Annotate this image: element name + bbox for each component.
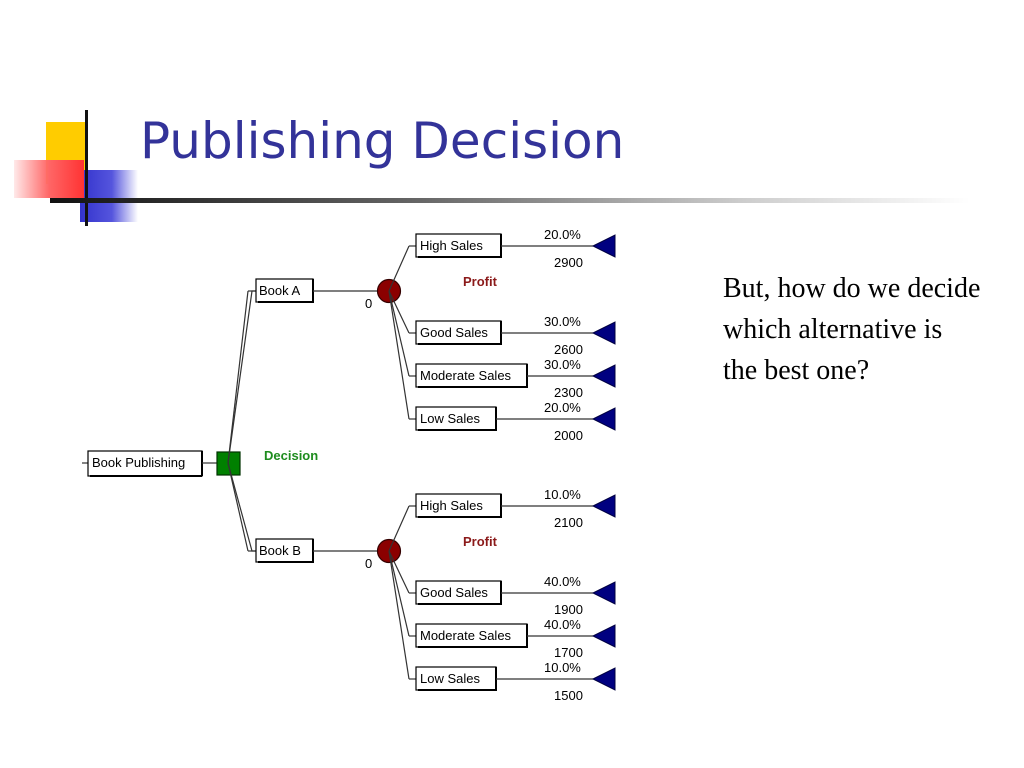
branch-a-outcome-4-label: Low Sales	[420, 411, 480, 426]
branch-b-outcome-4-payoff: 1500	[554, 688, 583, 703]
slide-title: Publishing Decision	[140, 112, 625, 170]
branch-b-outcome-1-label: High Sales	[420, 498, 483, 513]
branch-b-outcome-4-terminal-node	[591, 667, 616, 691]
branch-a-outcome-1-label: High Sales	[420, 238, 483, 253]
branch-b-outcome-3-label: Moderate Sales	[420, 628, 512, 643]
branch-b-label: Book B	[259, 543, 301, 558]
branch-b-outcome-1-probability: 10.0%	[544, 487, 581, 502]
branch-a-outcome-4-label-shadow	[418, 407, 497, 431]
branch-a-outcome-1-probability: 20.0%	[544, 227, 581, 242]
branch-a-node-value: 0	[365, 296, 372, 311]
branch-b-connector	[227, 462, 256, 552]
branch-b-outcome-2-payoff: 1900	[554, 602, 583, 617]
branch-b-outcome-3-payoff: 1700	[554, 645, 583, 660]
branch-a-profit-tag: Profit	[463, 274, 498, 289]
branch-b-outcome-3-label-shadow	[418, 624, 528, 648]
branch-a-outcome-3-payoff: 2300	[554, 385, 583, 400]
branch-a-outcome-3-label: Moderate Sales	[420, 368, 512, 383]
branch-b-outcome-4-label: Low Sales	[420, 671, 480, 686]
branch-b-node-value: 0	[365, 556, 372, 571]
branch-a-outcome-2-payoff: 2600	[554, 342, 583, 357]
branch-a-outcome-2-terminal-node	[591, 321, 616, 345]
decision-tag: Decision	[264, 448, 318, 463]
branch-a-outcome-2-edge	[388, 290, 410, 334]
root-label: Book Publishing	[92, 455, 185, 470]
decor-vertical-line	[85, 110, 88, 226]
branch-b-outcome-2-label-shadow	[418, 581, 502, 605]
branch-a-outcome-4-payoff: 2000	[554, 428, 583, 443]
branch-b-outcome-3-terminal-node	[591, 624, 616, 648]
branch-b-outcome-1-payoff: 2100	[554, 515, 583, 530]
branch-a-outcome-1-terminal-node	[591, 234, 616, 258]
branch-a-outcome-2-probability: 30.0%	[544, 314, 581, 329]
branch-a-outcome-3-terminal-node	[591, 364, 616, 388]
branch-a-label-shadow	[258, 279, 314, 303]
branch-b-outcome-2-edge	[388, 550, 410, 594]
branch-b-outcome-3-edge	[388, 550, 410, 637]
branch-a-outcome-1-payoff: 2900	[554, 255, 583, 270]
branch-a-outcome-4-terminal-node	[591, 407, 616, 431]
branch-a-outcome-1-label-shadow	[418, 234, 502, 258]
branch-a-outcome-3-edge	[388, 290, 410, 377]
branch-a-outcome-3-label-shadow	[418, 364, 528, 388]
branch-b-outcome-2-terminal-node	[591, 581, 616, 605]
branch-a-outcome-2-label: Good Sales	[420, 325, 488, 340]
title-underline	[50, 198, 970, 203]
branch-b-outcome-1-edge	[388, 505, 410, 552]
branch-a-outcome-3-probability: 30.0%	[544, 357, 581, 372]
branch-b-outcome-1-label-shadow	[418, 494, 502, 518]
branch-b-outcome-1-terminal-node	[591, 494, 616, 518]
branch-b-outcome-4-probability: 10.0%	[544, 660, 581, 675]
decor-blue-square	[80, 170, 138, 222]
branch-b-edge	[227, 462, 249, 552]
branch-a-outcome-4-edge	[388, 290, 410, 420]
branch-b-outcome-4-edge	[388, 550, 410, 680]
branch-a-label: Book A	[259, 283, 301, 298]
branch-b-profit-tag: Profit	[463, 534, 498, 549]
decor-red-square	[14, 160, 84, 198]
branch-b-outcome-4-label-shadow	[418, 667, 497, 691]
branch-b-outcome-3-probability: 40.0%	[544, 617, 581, 632]
branch-a-outcome-2-label-shadow	[418, 321, 502, 345]
branch-a-outcome-1-edge	[388, 245, 410, 292]
branch-a-connector	[227, 290, 256, 464]
branch-a-outcome-4-probability: 20.0%	[544, 400, 581, 415]
branch-b-outcome-2-label: Good Sales	[420, 585, 488, 600]
branch-b-label-shadow	[258, 539, 314, 563]
side-question: But, how do we decide which alternative …	[723, 273, 981, 386]
branch-a-edge	[227, 290, 249, 464]
branch-b-outcome-2-probability: 40.0%	[544, 574, 581, 589]
